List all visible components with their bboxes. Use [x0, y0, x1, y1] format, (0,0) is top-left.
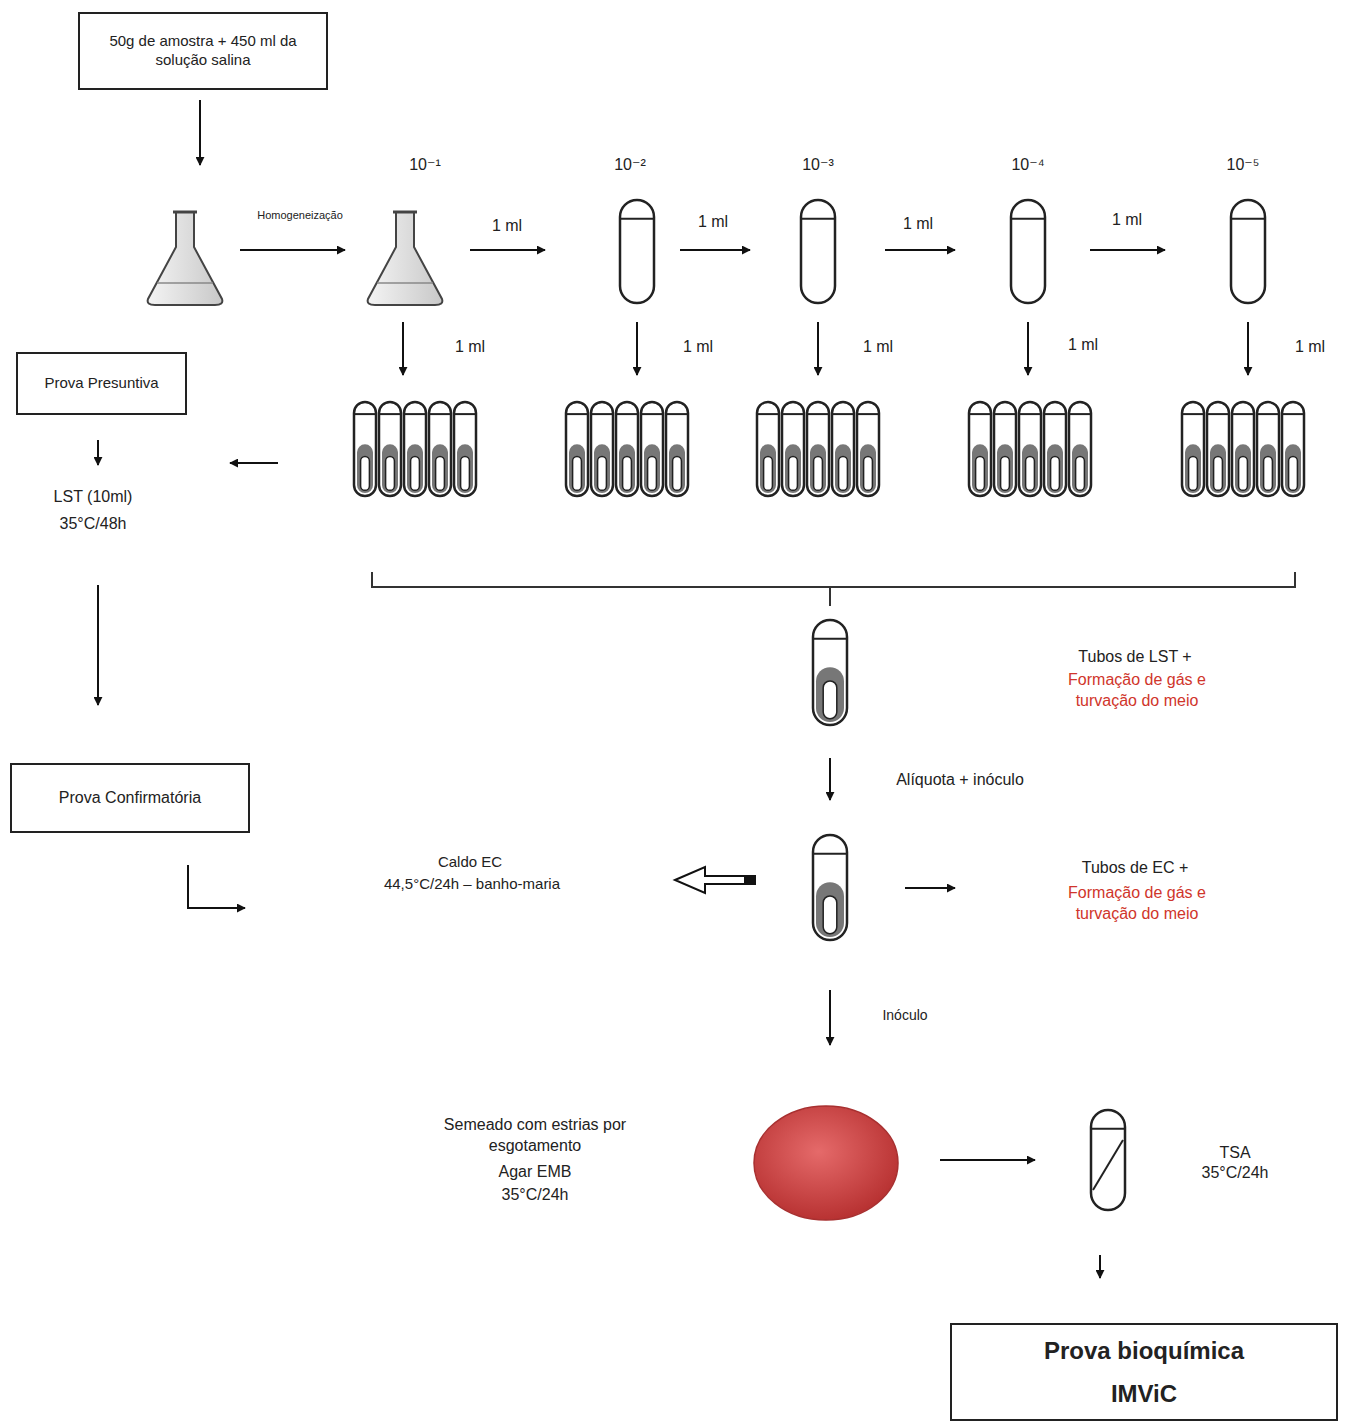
annotation: Homogeneização	[257, 208, 343, 222]
dilution-tube	[801, 200, 835, 303]
annotation: 1 ml	[1295, 337, 1325, 358]
lst-tube	[591, 402, 613, 496]
annotation: 10⁻²	[614, 155, 646, 176]
lst-tube	[1069, 402, 1091, 496]
flow-arrow	[470, 249, 545, 251]
lst-tube	[969, 402, 991, 496]
flow-arrow	[1027, 322, 1029, 375]
flow-arrow	[97, 440, 99, 465]
flow-arrow	[829, 990, 831, 1045]
annotation: 1 ml	[698, 212, 728, 233]
flow-arrow	[829, 758, 831, 800]
lst-tube	[379, 402, 401, 496]
lst-tube	[807, 402, 829, 496]
lst-tube	[1044, 402, 1066, 496]
lst-tube	[429, 402, 451, 496]
dilution-tube	[1011, 200, 1045, 303]
lst-tube	[757, 402, 779, 496]
process-box: Prova bioquímica IMViC	[950, 1323, 1338, 1421]
dilution-tube	[620, 200, 654, 303]
annotation: 10⁻⁴	[1011, 155, 1044, 176]
annotation: 1 ml	[455, 337, 485, 358]
flow-arrow	[905, 887, 955, 889]
hollow-arrow-cap	[744, 875, 756, 885]
flow-arrow	[240, 249, 345, 251]
annotation: 35°C/24h	[1202, 1163, 1269, 1184]
annotation: Tubos de EC +	[1082, 858, 1189, 879]
flow-arrow	[1247, 322, 1249, 375]
lst-tube	[666, 402, 688, 496]
hollow-arrow	[675, 867, 748, 893]
annotation: 1 ml	[863, 337, 893, 358]
arrows	[98, 100, 1248, 1278]
box-text: 50g de amostra + 450 ml da solução salin…	[103, 32, 303, 70]
lst-tube	[454, 402, 476, 496]
flow-arrow	[1099, 1255, 1101, 1278]
annotation: 35°C/24h	[502, 1185, 569, 1206]
flask	[148, 212, 223, 305]
lst-tube	[404, 402, 426, 496]
annotation: Inóculo	[882, 1006, 927, 1024]
annotation: Formação de gás e turvação do meio	[1037, 670, 1237, 712]
flow-arrow	[817, 322, 819, 375]
annotation: 10⁻³	[802, 155, 834, 176]
petri-dish	[754, 1106, 898, 1220]
annotation: Agar EMB	[499, 1162, 572, 1183]
annotation: Caldo EC	[438, 852, 502, 872]
flow-arrow	[636, 322, 638, 375]
annotation: TSA	[1219, 1143, 1250, 1164]
lst-tube	[1182, 402, 1204, 496]
annotation: Formação de gás e turvação do meio	[1037, 883, 1237, 925]
flow-arrow	[188, 865, 245, 908]
lst-tube	[566, 402, 588, 496]
lst-tube	[782, 402, 804, 496]
flow-arrow	[97, 585, 99, 705]
lst-tube	[1019, 402, 1041, 496]
lst-positive-tube	[813, 620, 847, 725]
lst-tube	[1257, 402, 1279, 496]
flow-arrow	[402, 322, 404, 375]
annotation: 1 ml	[1068, 335, 1098, 356]
annotation: 10⁻⁵	[1227, 155, 1260, 176]
flow-arrow	[230, 462, 278, 464]
flow-arrow	[885, 249, 955, 251]
annotation: Alíquota + inóculo	[896, 770, 1024, 791]
lst-tube	[1282, 402, 1304, 496]
ec-positive-tube	[813, 835, 847, 940]
process-box: 50g de amostra + 450 ml da solução salin…	[78, 12, 328, 90]
annotation: 1 ml	[683, 337, 713, 358]
annotation: Semeado com estrias por esgotamento	[415, 1115, 655, 1157]
lst-tube	[1232, 402, 1254, 496]
process-box: Prova Confirmatória	[10, 763, 250, 833]
lst-tube	[994, 402, 1016, 496]
bracket	[372, 572, 1295, 606]
process-box: Prova Presuntiva	[16, 352, 187, 415]
annotation: 35°C/48h	[60, 514, 127, 535]
flow-arrow	[199, 100, 201, 165]
flask	[368, 212, 443, 305]
annotation: 1 ml	[492, 216, 522, 237]
flow-arrow	[680, 249, 750, 251]
annotation: LST (10ml)	[54, 487, 133, 508]
dilution-tube	[1231, 200, 1265, 303]
annotation: Tubos de LST +	[1078, 647, 1191, 668]
lst-tube	[857, 402, 879, 496]
box-text: Prova bioquímica IMViC	[1019, 1329, 1269, 1415]
flow-arrow	[1090, 249, 1165, 251]
annotation: 10⁻¹	[409, 155, 441, 176]
tsa-slant-tube	[1091, 1110, 1125, 1210]
box-text: Prova Presuntiva	[27, 374, 177, 393]
lst-tube	[354, 402, 376, 496]
annotation: 1 ml	[1112, 210, 1142, 231]
flow-arrow	[940, 1159, 1035, 1161]
annotation: 1 ml	[903, 214, 933, 235]
box-text: Prova Confirmatória	[25, 788, 235, 808]
lst-tube	[1207, 402, 1229, 496]
lst-tube	[641, 402, 663, 496]
annotation: 44,5°C/24h – banho-maria	[384, 874, 560, 894]
lst-tube	[832, 402, 854, 496]
lst-tube	[616, 402, 638, 496]
